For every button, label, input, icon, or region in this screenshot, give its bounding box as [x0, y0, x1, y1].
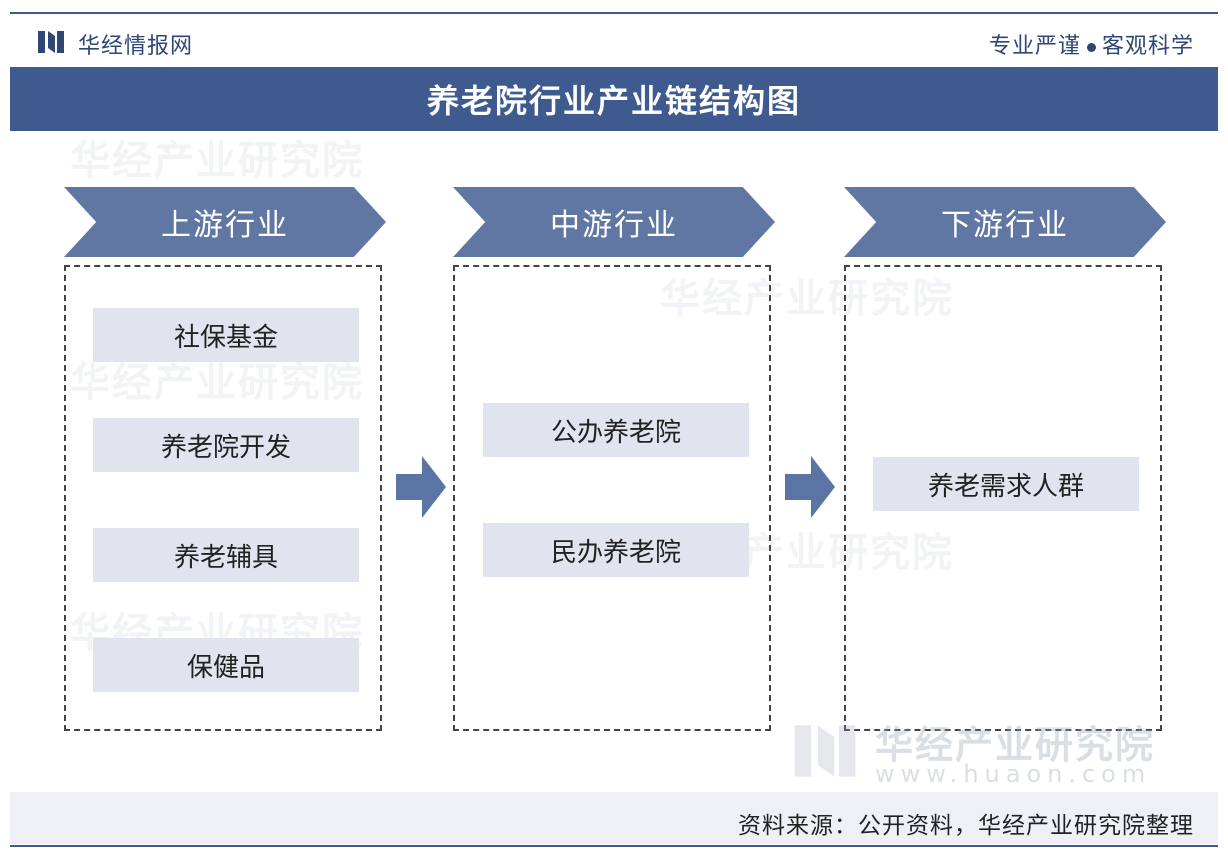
source-note: 资料来源：公开资料，华经产业研究院整理	[738, 813, 1194, 839]
item-upstream: 养老院开发	[93, 418, 359, 472]
dot-separator	[1086, 42, 1096, 52]
arrow-right-icon	[785, 456, 835, 518]
logo-icon	[38, 31, 64, 53]
column-downstream: 养老需求人群	[844, 265, 1162, 731]
watermark-name: 华经产业研究院	[875, 723, 1156, 767]
item-upstream: 养老辅具	[93, 528, 359, 582]
item-midstream: 民办养老院	[483, 523, 749, 577]
source-bar	[10, 792, 1218, 844]
item-midstream: 公办养老院	[483, 403, 749, 457]
diagram-title: 养老院行业产业链结构图	[10, 67, 1218, 131]
column-upstream: 社保基金 养老院开发 养老辅具 保健品	[64, 265, 382, 731]
item-upstream: 社保基金	[93, 308, 359, 362]
item-upstream: 保健品	[93, 638, 359, 692]
brand-name: 华经情报网	[78, 34, 194, 59]
motto: 专业严谨客观科学	[989, 28, 1194, 60]
arrow-right-icon	[396, 456, 446, 518]
watermark-logo-icon	[794, 725, 856, 777]
motto-left: 专业严谨	[988, 34, 1081, 59]
watermark-text: 华经产业研究院	[70, 138, 364, 184]
watermark-url: www.huaon.com	[875, 760, 1152, 788]
top-border	[10, 12, 1218, 14]
item-downstream: 养老需求人群	[873, 457, 1139, 511]
chevron-upstream: 上游行业	[64, 187, 386, 257]
motto-right: 客观科学	[1101, 34, 1194, 59]
chevron-downstream: 下游行业	[844, 187, 1166, 257]
chevron-midstream: 中游行业	[453, 187, 775, 257]
column-midstream: 公办养老院 民办养老院	[453, 265, 771, 731]
bottom-border	[10, 845, 1218, 847]
